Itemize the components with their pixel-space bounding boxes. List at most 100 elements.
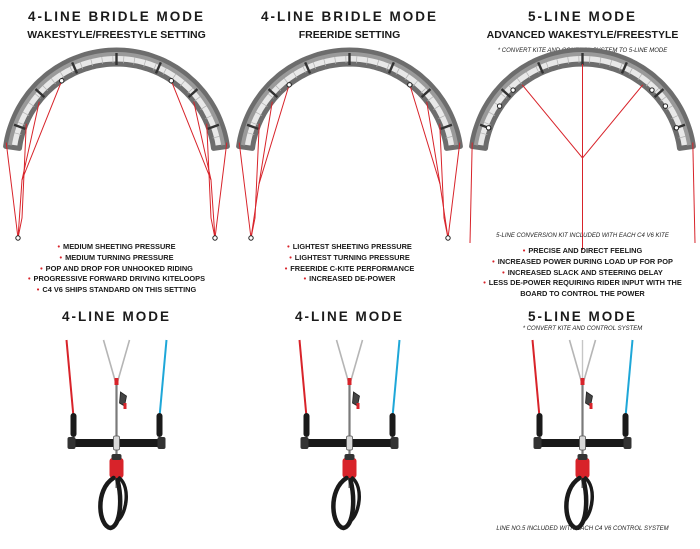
quick-release-cap xyxy=(577,454,588,460)
kite-strut xyxy=(537,61,545,74)
trim-handle xyxy=(356,403,360,409)
depower-stopper xyxy=(347,378,352,385)
bridle-line xyxy=(21,101,40,181)
right-steering-line xyxy=(624,339,634,418)
kite-heading: 5-LINE MODE xyxy=(527,9,637,24)
canopy-rib xyxy=(261,102,268,107)
canopy-rib xyxy=(35,93,41,99)
canopy-rib xyxy=(205,115,212,119)
kite-strut xyxy=(13,123,26,130)
bridle-line xyxy=(426,101,441,185)
front-line-right xyxy=(349,339,364,383)
kite-strut xyxy=(653,88,665,98)
canopy-rib xyxy=(438,115,445,119)
canopy-rib xyxy=(14,132,22,136)
kite-strut xyxy=(440,123,453,130)
canopy-rib xyxy=(247,132,255,136)
canopy-rib xyxy=(50,78,56,85)
canopy-rib xyxy=(90,59,93,67)
trim-handle xyxy=(123,403,127,409)
bridle-line xyxy=(193,101,212,181)
bar-center-hole xyxy=(113,435,120,451)
bridle-ring xyxy=(168,78,175,84)
front-line xyxy=(238,142,252,239)
canopy-rib xyxy=(187,88,193,94)
kite-strut xyxy=(71,61,79,74)
canopy-rib xyxy=(323,59,326,67)
kite-strut xyxy=(420,88,432,98)
bridle-ring xyxy=(662,103,669,109)
canopy-rib xyxy=(334,56,337,65)
canopy-rib xyxy=(212,136,220,139)
kite-subheading: FREERIDE SETTING xyxy=(298,29,401,41)
bridle-ring xyxy=(485,125,492,131)
bar-end-right xyxy=(390,437,399,449)
kite-diagram xyxy=(236,47,463,241)
canopy-rib xyxy=(200,105,207,110)
canopy-rib xyxy=(567,56,570,65)
bridle-line xyxy=(206,123,216,239)
front-line xyxy=(214,142,228,239)
front-line-left xyxy=(568,339,583,383)
kit-note: 5-LINE CONVERSION KIT INCLUDED WITH EACH… xyxy=(496,233,669,239)
feature-item: •INCREASED SLACK AND STEERING DELAY xyxy=(502,267,663,277)
feature-item: •PROGRESSIVE FORWARD DRIVING KITELOOPS xyxy=(27,274,206,284)
canopy-rib xyxy=(60,71,65,79)
feature-item: •PRECISE AND DIRECT FEELING xyxy=(522,246,643,255)
bar-heading: 4-LINE MODE xyxy=(61,309,171,324)
trim-handle xyxy=(589,403,593,409)
front-line xyxy=(5,142,19,239)
chicken-loop xyxy=(98,475,123,531)
canopy-rib xyxy=(501,93,507,99)
left-steering-line xyxy=(65,339,75,418)
canopy-rib xyxy=(133,57,136,65)
right-bar-float xyxy=(622,413,629,437)
front-line-left xyxy=(469,142,473,244)
kite-strut xyxy=(154,61,162,74)
kite-strut xyxy=(207,123,220,130)
kite-strut xyxy=(500,88,512,98)
front-line xyxy=(447,142,461,239)
canopy-rib xyxy=(480,132,488,136)
canopy-rib xyxy=(302,66,307,74)
canopy-rib xyxy=(162,68,167,75)
canopy-rib xyxy=(599,57,602,65)
bridle-line xyxy=(258,101,273,185)
kite-strut xyxy=(267,88,279,98)
kite-diagram xyxy=(3,47,230,241)
canopy-rib xyxy=(376,60,380,67)
bridle-ring xyxy=(649,87,655,93)
control-bar-diagram xyxy=(298,339,401,531)
feature-item: •LIGHTEST SHEETING PRESSURE xyxy=(287,242,412,251)
left-steering-line xyxy=(531,339,541,418)
canopy-rib xyxy=(526,71,531,79)
kite-canopy xyxy=(469,47,696,151)
bridle-line xyxy=(17,123,27,239)
chicken-loop xyxy=(349,476,361,522)
left-bar-float xyxy=(536,413,543,437)
right-steering-line xyxy=(391,339,401,418)
canopy-rib xyxy=(22,111,30,116)
feature-item: •C4 V6 SHIPS STANDARD ON THIS SETTING xyxy=(36,285,197,295)
canopy-rib xyxy=(18,121,25,126)
canopy-rib xyxy=(619,63,623,71)
feature-item: •LIGHTEST TURNING PRESSURE xyxy=(289,252,410,262)
canopy-rib xyxy=(79,62,83,70)
kite-strut xyxy=(246,123,259,130)
left-bar-float xyxy=(70,413,77,437)
canopy-rib xyxy=(268,93,274,99)
bridle-ring xyxy=(445,235,451,241)
canopy-rib xyxy=(637,73,643,81)
kite-heading: 4-LINE BRIDLE MODE xyxy=(27,9,205,24)
right-bar-float xyxy=(389,413,396,437)
bridle-line xyxy=(439,123,449,239)
canopy-rib xyxy=(427,96,434,102)
quick-release-cap xyxy=(111,454,122,460)
canopy-rib xyxy=(535,66,540,74)
bar-end-left xyxy=(300,437,309,449)
canopy-rib xyxy=(153,63,157,71)
canopy-rib xyxy=(666,105,673,110)
canopy-rib xyxy=(28,102,35,107)
canopy-rib xyxy=(653,88,659,94)
canopy-rib xyxy=(275,85,281,92)
